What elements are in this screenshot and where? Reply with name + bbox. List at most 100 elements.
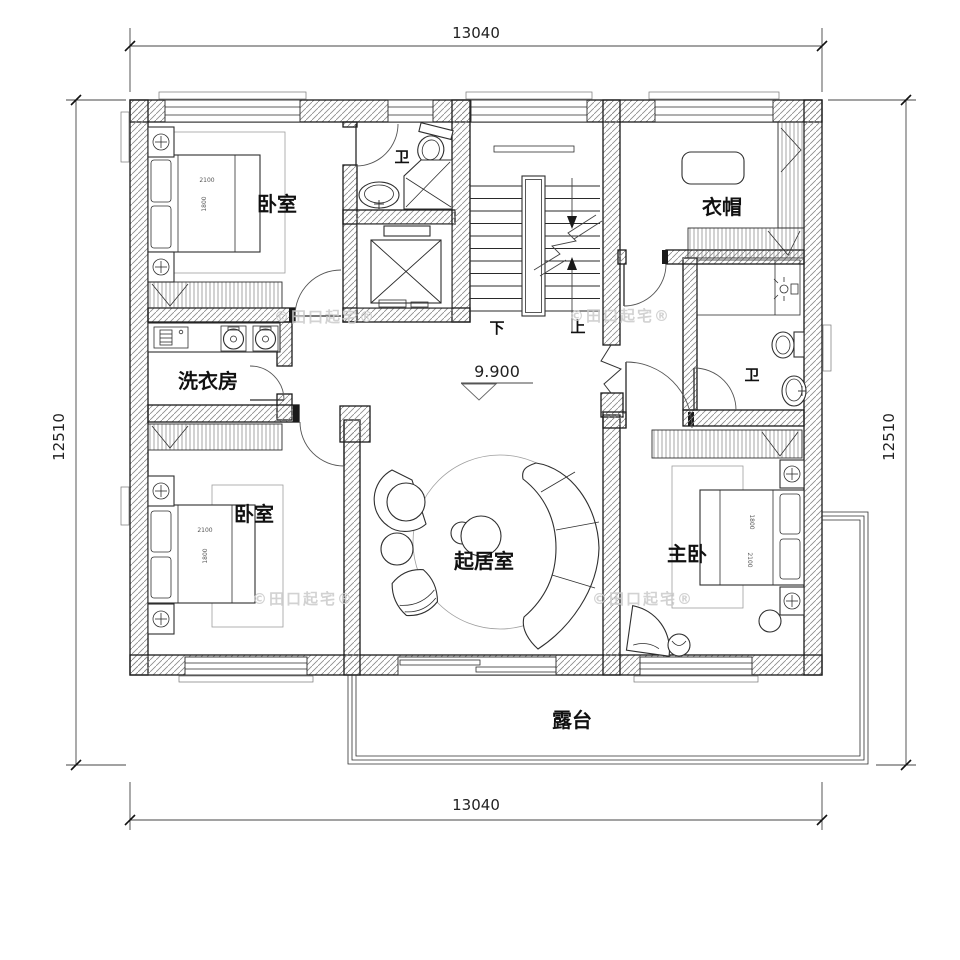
window-cloakroom	[648, 91, 780, 123]
wardrobe-symbol	[147, 423, 283, 451]
terrace-label: 露台	[552, 708, 592, 732]
bed-width-dim: 2100	[746, 552, 753, 567]
sill-left-top	[120, 111, 130, 163]
nightstand-symbol	[779, 586, 805, 616]
nightstand-symbol	[147, 126, 175, 158]
sink-symbol	[358, 181, 400, 209]
toilet-symbol	[417, 122, 454, 165]
bed-width-dim: 2100	[199, 177, 214, 184]
window-master	[633, 656, 759, 683]
barrel-chair-symbol	[391, 569, 438, 617]
nightstand-symbol	[779, 459, 805, 489]
stairs-symbol: 下 上	[470, 145, 603, 337]
doors	[249, 123, 737, 467]
nightstand-symbol	[147, 251, 175, 283]
watermark-text: ©田口起宅®	[592, 590, 694, 608]
laundry-label: 洗衣房	[178, 369, 238, 393]
bed-depth-dim: 1800	[748, 514, 755, 529]
window-stairs	[465, 91, 593, 123]
washer-symbol	[252, 325, 279, 352]
wardrobe-symbol	[651, 429, 803, 459]
cloakroom-label: 衣帽	[702, 195, 742, 219]
window-bath-top	[387, 99, 434, 123]
wardrobe-symbol	[687, 227, 805, 259]
bath-top: 卫	[358, 122, 454, 210]
bath-top-label: 卫	[394, 148, 409, 166]
railing	[355, 519, 861, 757]
armchair-symbol	[373, 469, 427, 532]
watermarks: ©田口起宅® ©田口起宅® ©田口起宅® ©田口起宅®	[252, 307, 694, 608]
living-room-label: 起居室	[453, 549, 514, 573]
sink-symbol	[781, 375, 807, 407]
fan-chair-symbol	[625, 605, 671, 657]
wardrobe-symbol	[777, 121, 805, 229]
watermark-text: ©田口起宅®	[274, 308, 376, 326]
bed-symbol: 2100 1800	[147, 504, 256, 604]
stair-down-label: 下	[489, 319, 504, 337]
dim-right-value: 12510	[880, 413, 898, 461]
elevator-symbol	[356, 223, 453, 309]
door-bath-top	[355, 123, 399, 167]
bed-depth-dim: 1800	[202, 548, 209, 563]
window-bedroom-bottom	[178, 656, 314, 683]
bedroom-top-left-label: 卧室	[257, 192, 297, 216]
bedroom-bottom-left-label: 卧室	[234, 502, 274, 526]
shower-symbol	[403, 159, 453, 210]
dimension-right: 12510	[828, 94, 916, 771]
round-table-symbol	[758, 609, 782, 633]
coffee-table-symbol	[450, 515, 502, 557]
railing	[351, 515, 865, 761]
wall-break-symbol	[600, 344, 622, 394]
windows	[120, 91, 832, 683]
stool-symbol	[667, 633, 691, 657]
sill-right-master	[822, 324, 832, 372]
dimension-top: 13040	[124, 24, 828, 92]
dimension-bottom: 13040	[124, 782, 828, 830]
bed-symbol: 2100 1800	[147, 154, 261, 253]
stair-up-label: 上	[570, 318, 585, 336]
master-bedroom-label: 主卧	[667, 542, 707, 566]
shower-room-symbol	[696, 259, 801, 316]
bath-right-label: 卫	[744, 366, 759, 384]
toilet-symbol	[771, 331, 805, 359]
door-cloakroom	[623, 263, 667, 307]
sofa-symbol	[522, 462, 600, 650]
laundry-room: 洗衣房	[147, 322, 281, 393]
cloakroom: 衣帽	[681, 121, 805, 259]
bedroom-top-left: 2100 1800 卧室	[147, 126, 297, 309]
sill-left-bottom	[120, 486, 130, 526]
dimension-left: 12510	[50, 94, 126, 771]
bath-right: 卫	[696, 259, 807, 407]
elevation-value: 9.900	[474, 362, 520, 381]
dim-top-value: 13040	[452, 24, 500, 42]
side-table-symbol	[380, 532, 414, 566]
living-room: 起居室	[373, 454, 600, 650]
railing	[347, 511, 869, 765]
elevation-marker: 9.900	[460, 362, 533, 401]
wardrobe-symbol	[147, 281, 283, 309]
door-bedroom-top	[294, 269, 342, 317]
door-bedroom-bottom	[299, 421, 345, 467]
sliding-door-living	[397, 656, 557, 676]
nightstand-symbol	[147, 603, 175, 635]
laundry-sink-symbol	[153, 326, 189, 349]
bedroom-bottom-left: 2100 1800 卧室	[147, 423, 284, 635]
door-laundry	[249, 365, 285, 401]
washer-symbol	[220, 325, 247, 352]
master-bedroom: 1800 2100 主卧	[625, 429, 805, 657]
terrace: 露台	[347, 511, 869, 765]
door-master	[625, 361, 693, 429]
watermark-text: ©田口起宅®	[569, 307, 671, 325]
bed-width-dim: 2100	[197, 527, 212, 534]
shower-head-symbol	[773, 277, 799, 301]
bed-symbol: 1800 2100	[699, 489, 805, 586]
ottoman-symbol	[681, 151, 745, 185]
watermark-text: ©田口起宅®	[252, 590, 354, 608]
bed-depth-dim: 1800	[201, 196, 208, 211]
door-bath-right	[693, 367, 737, 411]
dim-bottom-value: 13040	[452, 796, 500, 814]
nightstand-symbol	[147, 475, 175, 507]
dim-left-value: 12510	[50, 413, 68, 461]
